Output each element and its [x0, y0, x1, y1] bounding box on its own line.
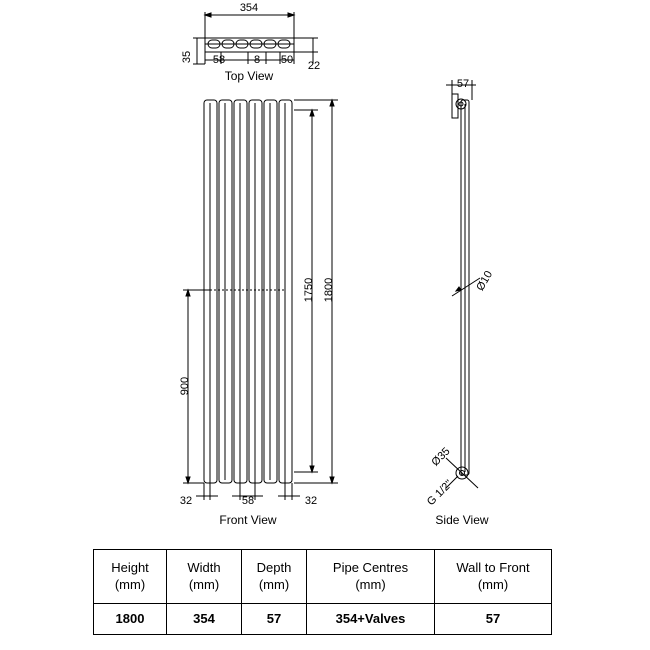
spec-table: Height(mm) Width(mm) Depth(mm) Pipe Cent…: [93, 549, 552, 636]
value-depth: 57: [241, 602, 307, 636]
spec-table-header-row: Height(mm) Width(mm) Depth(mm) Pipe Cent…: [93, 549, 552, 604]
top-view-outline: [204, 37, 295, 53]
front-view-pitch-label: 58: [242, 495, 254, 507]
side-view-profile: [460, 99, 470, 476]
side-view-pipe-dia-label: Ø35: [429, 445, 452, 468]
header-wall-to-front: Wall to Front(mm): [434, 549, 552, 604]
top-view-left-offset-label: 58: [213, 54, 225, 66]
spec-table-value-row: 1800 354 57 354+Valves 57: [93, 602, 552, 636]
header-depth: Depth(mm): [241, 549, 307, 604]
front-view-pipe-height-label: 900: [179, 377, 191, 395]
value-pipe-centres: 354+Valves: [306, 602, 435, 636]
front-view: [183, 98, 338, 500]
front-view-left-edge-label: 32: [180, 495, 192, 507]
value-wall-to-front: 57: [434, 602, 552, 636]
header-width: Width(mm): [166, 549, 242, 604]
side-view: [445, 80, 481, 489]
side-view-thread-label: G 1/2": [425, 478, 455, 508]
header-pipe-centres: Pipe Centres(mm): [306, 549, 435, 604]
front-panel: [263, 99, 278, 484]
side-view-depth-label: 57: [457, 78, 469, 90]
value-width: 354: [166, 602, 242, 636]
front-panel: [218, 99, 233, 484]
top-view-right-depth-label: 22: [308, 60, 320, 72]
front-view-height-total-label: 1800: [323, 278, 335, 302]
top-view-title: Top View: [225, 69, 274, 83]
header-height: Height(mm): [93, 549, 167, 604]
top-view: [193, 12, 318, 65]
top-view-width-label: 354: [240, 2, 258, 14]
side-view-title: Side View: [435, 513, 488, 527]
top-view-right-offset-label: 50: [281, 54, 293, 66]
technical-drawing: 354 35 58 8 50 22 Top View: [179, 2, 495, 527]
top-view-depth-label: 35: [181, 51, 193, 63]
top-view-gap-label: 8: [254, 54, 260, 66]
front-view-height-inner-label: 1750: [303, 278, 315, 302]
value-height: 1800: [93, 602, 167, 636]
side-view-tube-dia-label: Ø10: [474, 269, 495, 293]
front-view-right-edge-label: 32: [305, 495, 317, 507]
front-view-title: Front View: [219, 513, 276, 527]
